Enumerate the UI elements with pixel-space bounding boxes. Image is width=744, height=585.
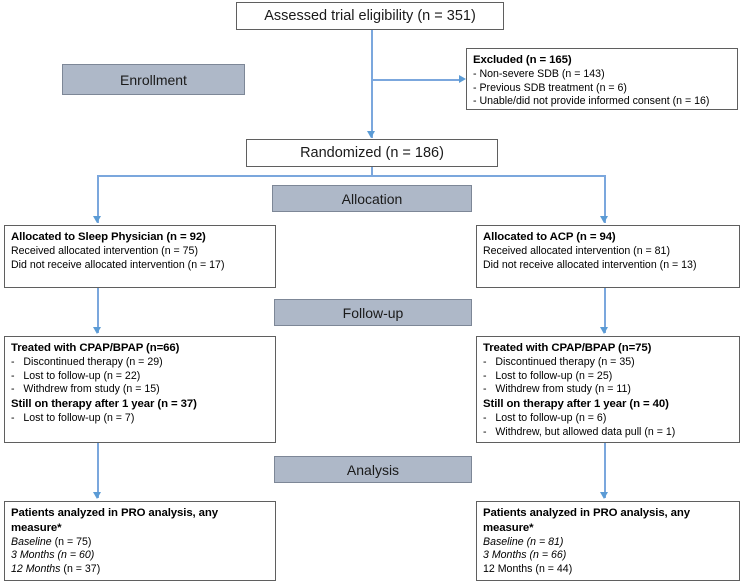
followup-right-item-2: - Lost to follow-up (n = 6) xyxy=(483,411,607,424)
arrowhead-allocation-left xyxy=(93,216,101,223)
connector-assessed-to-randomized xyxy=(371,30,373,138)
followup-right-item: - Lost to follow-up (n = 25) xyxy=(483,369,613,382)
allocated-left-item: Received allocated intervention (n = 75) xyxy=(11,244,198,257)
excluded-item: - Non-severe SDB (n = 143) xyxy=(473,67,605,80)
analysis-left-count: (n = 75) xyxy=(54,535,92,548)
connector-allocation-split xyxy=(97,175,605,177)
banner-allocation: Allocation xyxy=(272,185,472,212)
analysis-right-count: (n = 44) xyxy=(535,563,573,576)
banner-analysis-label: Analysis xyxy=(346,461,400,478)
connector-analysis-right xyxy=(604,443,606,498)
arrowhead-followup-right xyxy=(600,327,608,334)
arrowhead-allocation-right xyxy=(600,216,608,223)
analysis-right-header-line2: measure* xyxy=(483,521,534,534)
arrowhead-randomized xyxy=(367,131,375,138)
followup-left-box: Treated with CPAP/BPAP (n=66) - Disconti… xyxy=(4,336,276,443)
analysis-left-count: (n = 37) xyxy=(63,563,101,576)
analysis-right-box: Patients analyzed in PRO analysis, any m… xyxy=(476,501,740,581)
excluded-item: - Unable/did not provide informed consen… xyxy=(473,95,710,108)
banner-enrollment: Enrollment xyxy=(62,64,245,95)
arrowhead-analysis-right xyxy=(600,492,608,499)
analysis-right-row: 3 Months (n = 66) xyxy=(483,549,733,563)
analysis-right-period: 12 Months xyxy=(483,563,536,576)
arrowhead-excluded xyxy=(459,75,466,83)
analysis-left-row: 3 Months (n = 60) xyxy=(11,549,269,563)
connector-followup-left xyxy=(97,288,99,333)
followup-left-item-2: - Lost to follow-up (n = 7) xyxy=(11,411,135,424)
analysis-right-row: Baseline (n = 81) xyxy=(483,536,733,550)
assessed-eligibility-label: Assessed trial eligibility (n = 351) xyxy=(264,7,476,24)
analysis-left-row: 12 Months (n = 37) xyxy=(11,563,269,577)
banner-allocation-label: Allocation xyxy=(341,190,403,207)
banner-enrollment-label: Enrollment xyxy=(120,71,187,88)
excluded-item: - Previous SDB treatment (n = 6) xyxy=(473,81,627,94)
excluded-box: Excluded (n = 165) - Non-severe SDB (n =… xyxy=(466,48,738,110)
connector-followup-right xyxy=(604,288,606,333)
analysis-left-header-line2: measure* xyxy=(11,521,62,534)
analysis-left-count: (n = 60) xyxy=(57,549,95,562)
analysis-left-header-line1: Patients analyzed in PRO analysis, any xyxy=(11,507,219,519)
analysis-left-row: Baseline (n = 75) xyxy=(11,536,269,550)
followup-right-box: Treated with CPAP/BPAP (n=75) - Disconti… xyxy=(476,336,740,443)
analysis-right-period: Baseline xyxy=(483,535,527,548)
allocated-right-header: Allocated to ACP (n = 94) xyxy=(483,231,616,243)
analysis-right-period: 3 Months xyxy=(483,549,530,562)
analysis-right-header-line1: Patients analyzed in PRO analysis, any xyxy=(483,507,691,519)
connector-allocation-right xyxy=(604,175,606,223)
analysis-left-period: 3 Months xyxy=(11,549,58,562)
allocated-right-item: Did not receive allocated intervention (… xyxy=(483,258,697,271)
banner-analysis: Analysis xyxy=(274,456,472,483)
excluded-header: Excluded (n = 165) xyxy=(473,54,572,66)
followup-left-header-2: Still on therapy after 1 year (n = 37) xyxy=(11,398,197,411)
arrowhead-analysis-left xyxy=(93,492,101,499)
analysis-left-period: 12 Months xyxy=(11,563,64,576)
randomized-box: Randomized (n = 186) xyxy=(246,139,498,167)
analysis-left-period: Baseline xyxy=(11,535,55,548)
followup-left-item: - Lost to follow-up (n = 22) xyxy=(11,369,141,382)
followup-right-header: Treated with CPAP/BPAP (n=75) xyxy=(483,342,652,354)
followup-right-item: - Withdrew from study (n = 11) xyxy=(483,383,631,396)
followup-left-item: - Discontinued therapy (n = 29) xyxy=(11,355,163,368)
analysis-right-row: 12 Months (n = 44) xyxy=(483,563,733,577)
randomized-label: Randomized (n = 186) xyxy=(300,144,444,161)
connector-randomized-stem xyxy=(371,167,373,176)
analysis-right-count: (n = 81) xyxy=(526,535,564,548)
analysis-right-count: (n = 66) xyxy=(529,549,567,562)
allocated-right-box: Allocated to ACP (n = 94) Received alloc… xyxy=(476,225,740,288)
arrowhead-followup-left xyxy=(93,327,101,334)
analysis-left-box: Patients analyzed in PRO analysis, any m… xyxy=(4,501,276,581)
followup-right-header-2: Still on therapy after 1 year (n = 40) xyxy=(483,398,669,411)
followup-right-item: - Discontinued therapy (n = 35) xyxy=(483,355,635,368)
connector-analysis-left xyxy=(97,443,99,498)
banner-followup-label: Follow-up xyxy=(342,304,404,321)
followup-left-item: - Withdrew from study (n = 15) xyxy=(11,383,160,396)
connector-to-excluded xyxy=(371,79,461,81)
banner-followup: Follow-up xyxy=(274,299,472,326)
allocated-right-item: Received allocated intervention (n = 81) xyxy=(483,244,670,257)
followup-right-item-2: - Withdrew, but allowed data pull (n = 1… xyxy=(483,425,676,438)
followup-left-header: Treated with CPAP/BPAP (n=66) xyxy=(11,342,180,354)
allocated-left-box: Allocated to Sleep Physician (n = 92) Re… xyxy=(4,225,276,288)
connector-allocation-left xyxy=(97,175,99,223)
assessed-eligibility-box: Assessed trial eligibility (n = 351) xyxy=(236,2,504,30)
allocated-left-item: Did not receive allocated intervention (… xyxy=(11,258,225,271)
allocated-left-header: Allocated to Sleep Physician (n = 92) xyxy=(11,231,206,243)
